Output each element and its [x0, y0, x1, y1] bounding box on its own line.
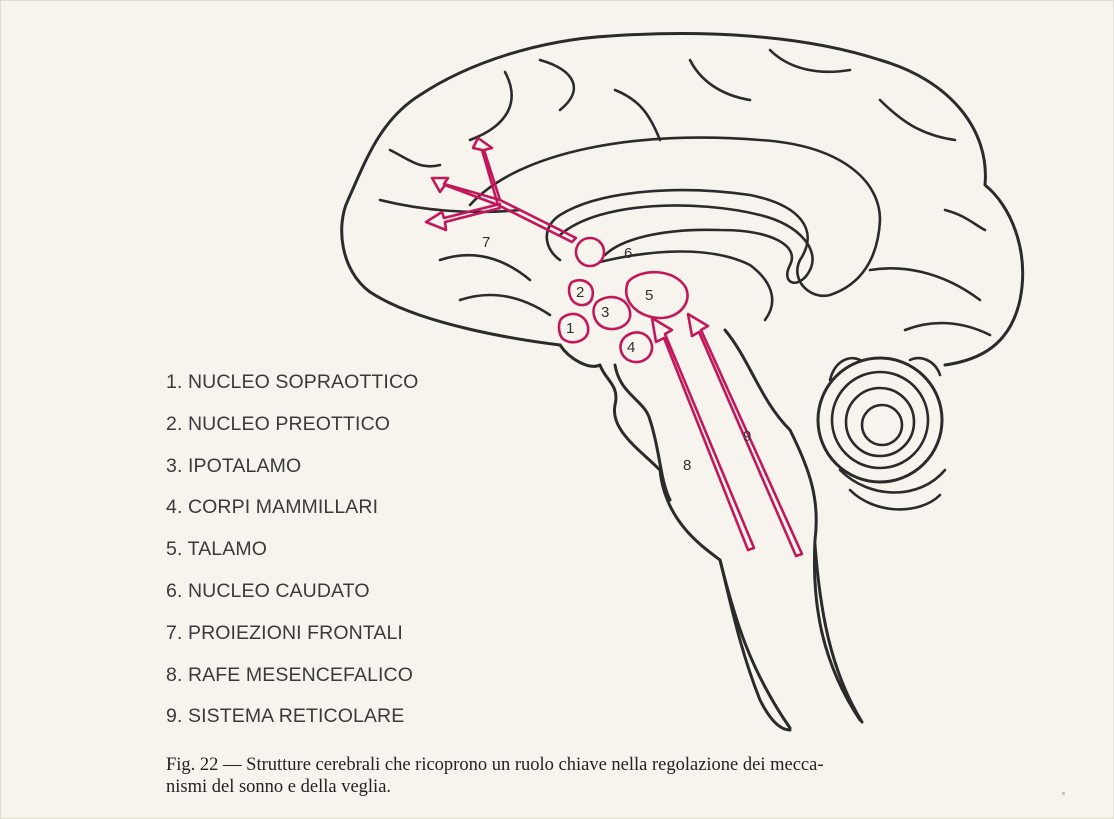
sulcus-5 — [880, 100, 955, 140]
structure-number-2: 2 — [576, 284, 584, 301]
sulcus-9 — [460, 295, 550, 315]
ascending-arrows — [652, 314, 802, 556]
structure-number-8: 8 — [683, 457, 691, 474]
sulcus-3 — [690, 60, 750, 100]
cerebrum-outline — [342, 34, 1023, 365]
structure-number-1: 1 — [566, 320, 574, 337]
sulcus-8 — [440, 255, 530, 280]
structure-number-9: 9 — [743, 428, 751, 445]
figure-caption: Fig. 22 — Strutture cerebrali che ricopr… — [166, 754, 1046, 798]
sulcus-11 — [870, 268, 980, 300]
sulcus-2 — [540, 60, 574, 110]
legend-item-8: 8. RAFE MESENCEFALICO — [166, 663, 418, 705]
structure-5-shape — [626, 272, 687, 318]
structure-number-7: 7 — [482, 234, 490, 251]
structure-number-3: 3 — [601, 304, 609, 321]
legend-item-6: 6. NUCLEO CAUDATO — [166, 579, 418, 621]
structure-number-4: 4 — [627, 339, 635, 356]
legend-item-3: 3. IPOTALAMO — [166, 454, 418, 496]
structure-6-circle — [576, 238, 604, 266]
paper-speck — [1062, 792, 1065, 795]
legend-item-2: 2. NUCLEO PREOTTICO — [166, 412, 418, 454]
legend-item-4: 4. CORPI MAMMILLARI — [166, 495, 418, 537]
sulcus-10 — [945, 210, 985, 230]
structure-number-6: 6 — [624, 245, 632, 262]
structure-3-shape — [594, 297, 631, 329]
caption-line-2: nismi del sonno e della veglia. — [166, 777, 391, 797]
legend-item-9: 9. SISTEMA RETICOLARE — [166, 704, 418, 746]
legend-item-5: 5. TALAMO — [166, 537, 418, 579]
caption-line-1: Fig. 22 — Strutture cerebrali che ricopr… — [166, 755, 824, 775]
frontal-base-outline — [560, 345, 790, 730]
sulcus-12 — [905, 323, 990, 335]
legend-item-1: 1. NUCLEO SOPRAOTTICO — [166, 370, 418, 412]
structure-number-5: 5 — [645, 287, 653, 304]
structure-legend: 1. NUCLEO SOPRAOTTICO 2. NUCLEO PREOTTIC… — [166, 370, 418, 746]
spinal-cord-left — [720, 560, 790, 728]
cerebellum — [818, 358, 945, 509]
legend-item-7: 7. PROIEZIONI FRONTALI — [166, 621, 418, 663]
frontal-projections — [426, 138, 576, 242]
structure-4-shape — [621, 332, 653, 362]
sulcus-13 — [615, 90, 660, 140]
sulcus-6 — [390, 150, 440, 166]
sulcus-1 — [470, 72, 512, 140]
sulcus-4 — [770, 50, 850, 72]
